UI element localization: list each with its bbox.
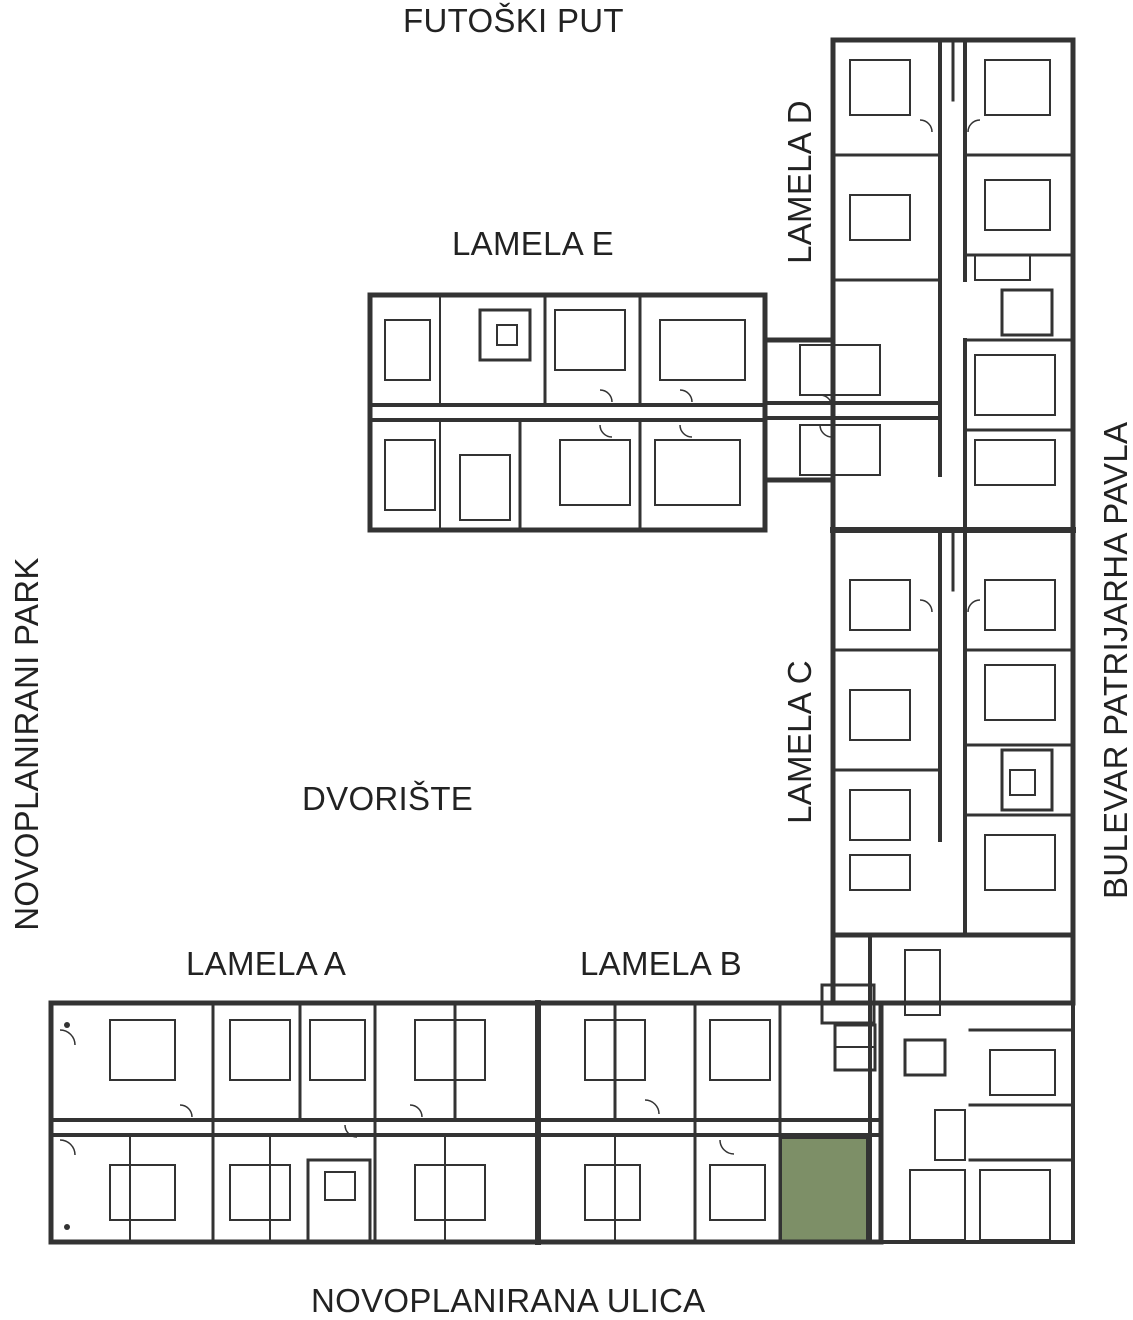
lamela-a-label: LAMELA A [186,945,347,982]
lamela-c-label: LAMELA C [781,660,818,824]
street-label-right: BULEVAR PATRIJARHA PAVLA [1097,421,1133,899]
courtyard-label: DVORIŠTE [302,780,474,817]
wing-south-outline [48,1000,884,1245]
lamela-b-label: LAMELA B [580,945,742,982]
lamela-d-label: LAMELA D [781,100,818,264]
street-label-bottom: NOVOPLANIRANA ULICA [311,1282,706,1319]
street-label-top: FUTOŠKI PUT [403,2,624,39]
wing-east-outline [830,37,1076,1006]
highlighted-apartment[interactable] [780,1137,868,1243]
lamela-e-label: LAMELA E [452,225,614,262]
street-label-left: NOVOPLANIRANI PARK [8,557,45,931]
